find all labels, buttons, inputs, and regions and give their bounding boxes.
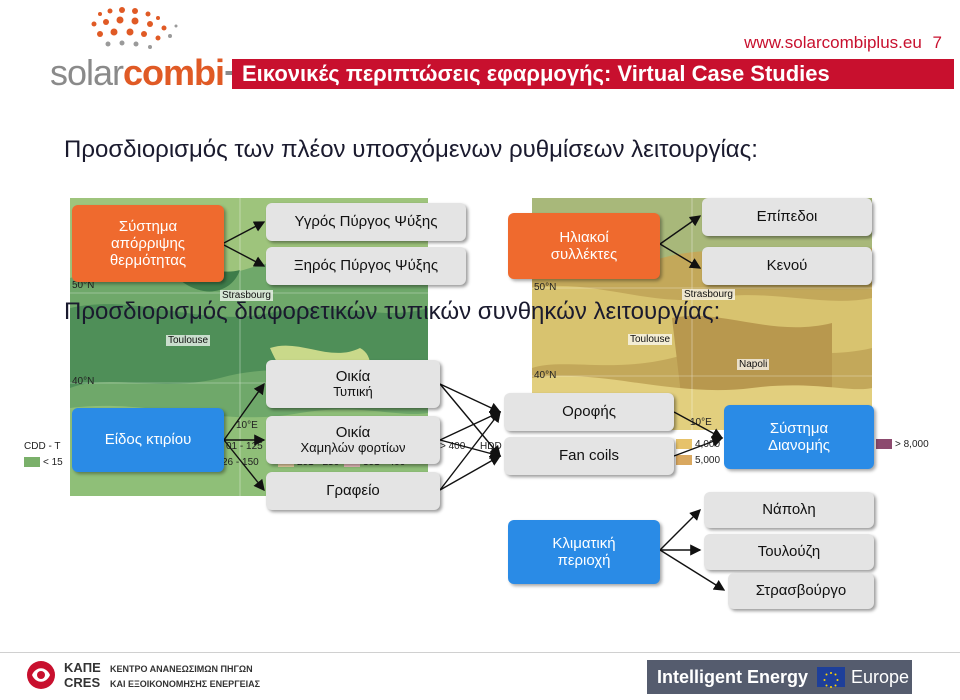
kape-latin: CRES [64,675,101,690]
map-right-lat50: 50°N [534,282,557,293]
legend-swatch-green [24,457,40,468]
fan-coils-box[interactable]: Fan coils [504,437,674,475]
legend-value-5000: 5,000 [695,455,721,466]
house-low-load-title: Οικία [335,423,371,441]
evacuated-tube-box[interactable]: Κενού [702,247,872,285]
office-box[interactable]: Γραφείο [266,472,440,510]
legend-hdd-label: HDD [480,441,502,452]
wet-cooling-tower-box[interactable]: Υγρός Πύργος Ψύξης [266,203,466,241]
legend-cdd-label: CDD - T [24,441,60,452]
intelligent-energy-banner: Intelligent Energy Europe [647,660,912,694]
heat-rejection-line1: Σύστημα [118,217,178,235]
flat-plate-label: Επίπεδοι [756,208,818,226]
house-typical-sub: Τυπική [333,384,373,400]
house-low-load-sub: Χαμηλών φορτίων [300,440,406,456]
heat-rejection-line2: απόρριψης [110,234,186,252]
europe-text: Europe [851,667,910,687]
flat-plate-box[interactable]: Επίπεδοι [702,198,872,236]
city-strasbourg-box[interactable]: Στρασβούργο [728,573,874,609]
title-bar: Εικονικές περιπτώσεις εφαρμογής: Virtual… [232,59,954,89]
distribution-system-box[interactable]: Σύστημα Διανομής [724,405,874,469]
solar-collectors-line1: Ηλιακοί [559,228,609,246]
logo-part-solar: solar [50,52,124,93]
city-toulouse-label: Τουλούζη [757,543,821,561]
house-typical-box[interactable]: Οικία Τυπική [266,360,440,408]
kape-greek: ΚΑΠΕ [64,660,101,675]
heat-rejection-line3: θερμότητας [109,252,187,270]
heat-rejection-box[interactable]: Σύστημα απόρριψης θερμότητας [72,205,224,282]
legend-hdd: HDD [480,441,502,452]
climate-zone-box[interactable]: Κλιματική περιοχή [508,520,660,584]
page-title: Εικονικές περιπτώσεις εφαρμογής: Virtual… [242,61,830,86]
distribution-line1: Σύστημα [769,419,829,437]
map-right-strasbourg: Strasbourg [682,289,735,300]
dry-cooling-tower-box[interactable]: Ξηρός Πύργος Ψύξης [266,247,466,285]
kape-logo-icon [27,661,55,689]
brand-logo: solarcombi+ [50,52,245,93]
legend-gt8000-label: > 8,000 [895,439,929,450]
heading-promising-settings: Προσδιορισμός των πλέον υποσχόμενων ρυθμ… [64,136,758,163]
fan-coils-label: Fan coils [558,447,620,465]
logo-dots-icon [91,7,178,49]
legend-lt150: < 15 [43,457,63,468]
legend-4000: 4,000 [676,439,720,450]
legend-swatch-yellow [676,439,692,450]
map-right-toulouse: Toulouse [628,334,673,345]
kape-sub-line2: ΚΑΙ ΕΞΟΙΚΟΝΟΜΗΣΗΣ ΕΝΕΡΓΕΙΑΣ [110,679,261,689]
map-left-strasbourg: Strasbourg [220,290,273,301]
kape-subtitle: ΚΕΝΤΡΟ ΑΝΑΝΕΩΣΙΜΩΝ ΠΗΓΩΝ ΚΑΙ ΕΞΟΙΚΟΝΟΜΗΣ… [110,662,260,692]
ceilings-label: Οροφής [562,403,616,421]
legend-5000: 5,000 [676,455,720,466]
legend-swatch-purple [876,439,892,450]
distribution-line2: Διανομής [767,437,831,454]
legend-range-101-125: 01 - 125 [226,441,263,452]
legend-gt8000: > 8,000 [876,439,929,450]
legend-value-4000: 4,000 [695,439,721,450]
map-left-lon10: 10°E [236,420,258,431]
footer-divider [0,652,960,653]
house-low-load-box[interactable]: Οικία Χαμηλών φορτίων [266,416,440,464]
kape-sub-line1: ΚΕΝΤΡΟ ΑΝΑΝΕΩΣΙΜΩΝ ΠΗΓΩΝ [110,664,253,674]
legend-swatch-ochre [676,455,692,466]
legend-r101: 01 - 125 [226,441,263,452]
evacuated-tube-label: Κενού [766,257,808,275]
legend-r126: 26 - 150 [222,457,259,468]
site-url[interactable]: www.solarcombiplus.eu [744,33,922,52]
city-strasbourg-label: Στρασβούργο [755,582,847,600]
office-label: Γραφείο [326,482,380,500]
climate-zone-line1: Κλιματική [552,534,616,552]
map-left-lat40: 40°N [72,376,95,387]
map-left-lat50: 50°N [72,280,95,291]
ceilings-box[interactable]: Οροφής [504,393,674,431]
map-left-toulouse: Toulouse [166,335,211,346]
climate-zone-line2: περιοχή [557,552,611,569]
solar-collectors-line2: συλλέκτες [550,246,618,263]
dry-cooling-tower-label: Ξηρός Πύργος Ψύξης [293,257,439,275]
eu-flag-icon [817,667,845,688]
building-type-label: Είδος κτιρίου [104,431,192,449]
solar-collectors-box[interactable]: Ηλιακοί συλλέκτες [508,213,660,279]
map-right-napoli: Napoli [737,359,770,370]
legend-gt400: > 400 [440,441,465,452]
legend-cdd-text: CDD - T [24,441,61,452]
building-type-box[interactable]: Είδος κτιρίου [72,408,224,472]
kape-name: ΚΑΠΕ CRES [64,660,101,690]
map-right-lon10: 10°E [690,417,712,428]
intelligent-energy-text: Intelligent Energy [657,667,809,687]
legend-gt400-label: > 400 [440,441,466,452]
legend-range-126-150: 26 - 150 [222,457,259,468]
city-napoli-label: Νάπολη [762,501,816,519]
heading-operating-conditions: Προσδιορισμός διαφορετικών τυπικών συνθη… [64,298,721,325]
city-napoli-box[interactable]: Νάπολη [704,492,874,528]
legend-cdd-low: < 15 [24,457,63,468]
city-toulouse-box[interactable]: Τουλούζη [704,534,874,570]
header-url[interactable]: www.solarcombiplus.eu 7 [744,33,942,53]
map-right-lat40: 40°N [534,370,557,381]
page-number: 7 [932,33,942,52]
wet-cooling-tower-label: Υγρός Πύργος Ψύξης [294,213,438,231]
house-typical-title: Οικία [335,367,371,385]
logo-part-combi: combi [123,52,225,93]
